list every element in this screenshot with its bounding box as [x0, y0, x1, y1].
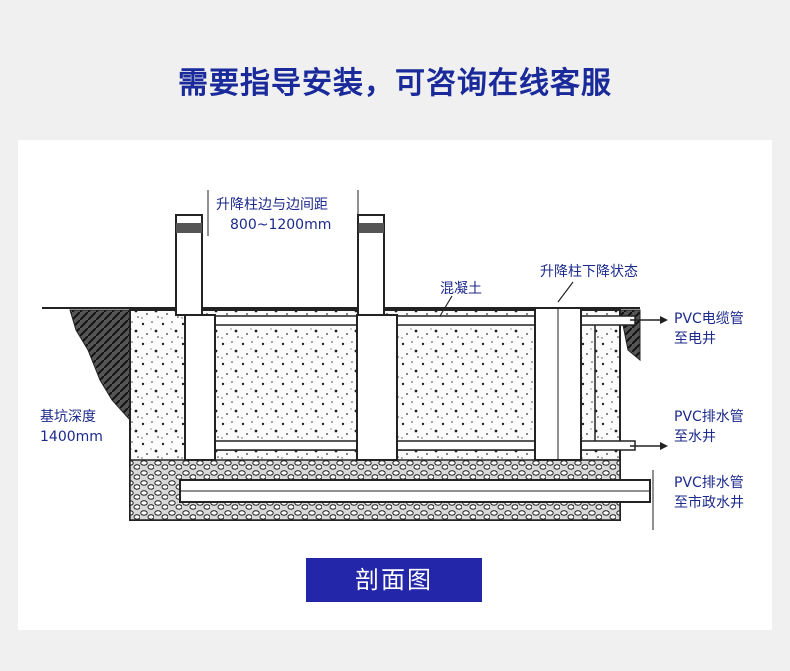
label-pvc-drain-1: PVC排水管: [674, 409, 744, 425]
label-pit-depth-value: 1400mm: [40, 429, 103, 445]
label-pit-depth-title: 基坑深度: [40, 409, 96, 425]
caption-box: 剖面图: [306, 558, 482, 602]
lowered-leader: [557, 281, 574, 303]
label-concrete: 混凝土: [440, 281, 482, 297]
concrete-leader: [439, 295, 453, 317]
bollard-casing-1: [184, 314, 216, 461]
concrete-fill: [214, 321, 596, 451]
label-lowered-state: 升降柱下降状态: [540, 264, 638, 280]
label-pvc-cable-1: PVC电缆管: [674, 311, 744, 327]
label-pvc-municipal-1: PVC排水管: [674, 475, 744, 491]
soil-left: [69, 309, 131, 422]
bollard-casing-2: [356, 314, 398, 461]
bollard-reflective-band-2: [358, 223, 384, 233]
label-pvc-cable-2: 至电井: [674, 331, 716, 347]
page-heading: 需要指导安装，可咨询在线客服: [178, 66, 612, 101]
label-spacing-value: 800~1200mm: [230, 217, 332, 233]
label-pvc-drain-2: 至水井: [674, 429, 716, 445]
label-spacing-title: 升降柱边与边间距: [216, 197, 328, 213]
label-pvc-municipal-2: 至市政水井: [674, 495, 744, 511]
bollard-reflective-band-1: [176, 223, 202, 233]
